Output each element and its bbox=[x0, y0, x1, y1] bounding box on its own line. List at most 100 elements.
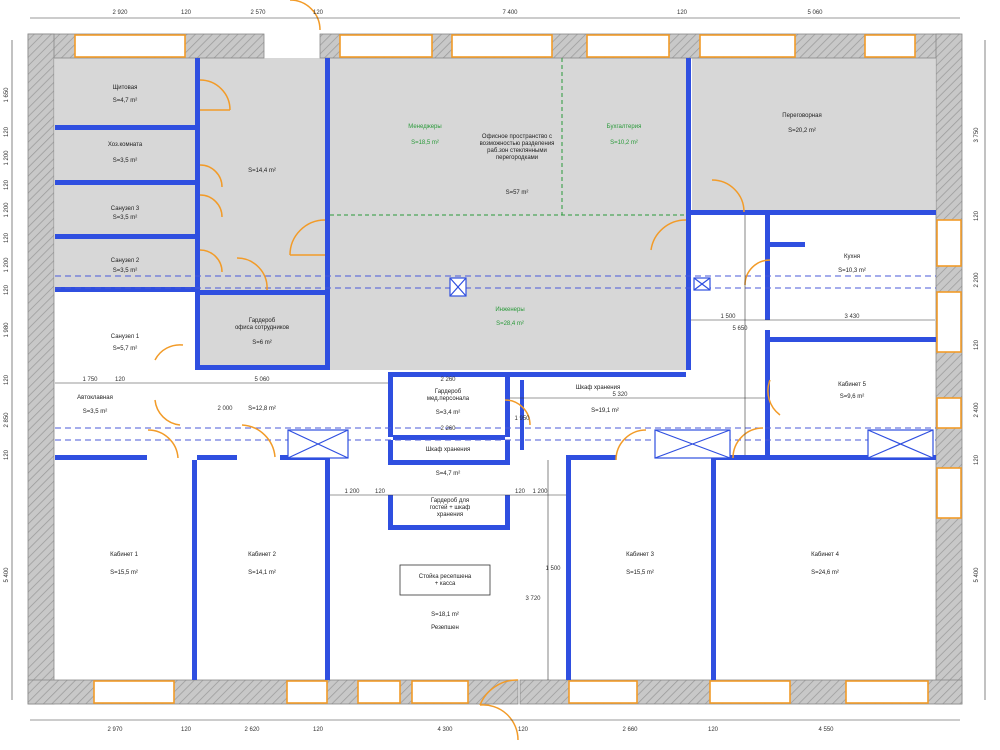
dimension-label: 7 400 bbox=[502, 10, 518, 16]
dimension-label: 3 720 bbox=[525, 596, 541, 602]
room-name: Кухня bbox=[844, 254, 860, 260]
room-name: Шкаф хранения bbox=[426, 447, 470, 453]
dimension-label: 120 bbox=[181, 10, 192, 16]
dimension-label: 120 bbox=[115, 377, 126, 383]
dimension-label: 2 000 bbox=[217, 406, 233, 412]
room-name: Стойка ресепшена+ касса bbox=[419, 573, 472, 587]
room-area: S=20,2 m² bbox=[788, 128, 816, 134]
dimension-label: 5 060 bbox=[254, 377, 270, 383]
room-name: Кабинет 4 bbox=[811, 552, 839, 558]
room-area: S=57 m² bbox=[506, 190, 529, 196]
dimension-label: 1 650 bbox=[4, 87, 10, 103]
dimension-label: 2 850 bbox=[4, 412, 10, 428]
dimension-label: 5 650 bbox=[732, 326, 748, 332]
dimension-label: 120 bbox=[375, 489, 386, 495]
room-area: S=14,1 m² bbox=[248, 570, 276, 576]
room-area: S=10,3 m² bbox=[838, 268, 866, 274]
room-area: S=15,5 m² bbox=[110, 570, 138, 576]
dimension-label: 1 200 bbox=[344, 489, 360, 495]
room-area: S=15,5 m² bbox=[626, 570, 654, 576]
dimension-label: 120 bbox=[4, 374, 10, 385]
room-area: S=3,4 m² bbox=[436, 410, 461, 416]
room-name: Кабинет 2 bbox=[248, 552, 276, 558]
room-name: Бухгалтерия bbox=[607, 124, 642, 130]
dimension-label: 1 200 bbox=[4, 202, 10, 218]
dimension-label: 120 bbox=[974, 210, 980, 221]
dimension-label: 4 550 bbox=[818, 727, 834, 733]
room-area: S=28,4 m² bbox=[496, 321, 524, 327]
vent-boxes bbox=[287, 277, 934, 459]
dimension-lines bbox=[11, 17, 986, 721]
dimension-label: 120 bbox=[974, 339, 980, 350]
dimension-label: 1 200 bbox=[4, 150, 10, 166]
room-name: Инженеры bbox=[495, 307, 524, 313]
room-area: S=5,7 m² bbox=[113, 346, 138, 352]
room-area: S=4,7 m² bbox=[113, 98, 138, 104]
room-name: Переговорная bbox=[782, 113, 821, 119]
dimension-label: 2 660 bbox=[622, 727, 638, 733]
room-area: S=24,6 m² bbox=[811, 570, 839, 576]
dimension-label: 3 430 bbox=[844, 314, 860, 320]
room-area: S=6 m² bbox=[252, 340, 272, 346]
partitions bbox=[55, 58, 936, 680]
dimension-label: 120 bbox=[4, 126, 10, 137]
dimension-label: 5 400 bbox=[974, 567, 980, 583]
dimension-label: 5 320 bbox=[612, 392, 628, 398]
room-name: Кабинет 5 bbox=[838, 382, 866, 388]
dimension-label: 2 260 bbox=[440, 426, 456, 432]
dimension-label: 120 bbox=[515, 489, 526, 495]
dims-inner: 1 750 5 060 2 260 2 260 5 320 1 200 1 200 1 500… bbox=[82, 314, 860, 602]
dimension-label: 1 950 bbox=[514, 416, 530, 422]
room-name: Автоклавная bbox=[77, 395, 113, 401]
dimension-label: 120 bbox=[708, 727, 719, 733]
grey-floors bbox=[55, 58, 935, 370]
dimension-label: 1 750 bbox=[82, 377, 98, 383]
dimension-label: 120 bbox=[4, 179, 10, 190]
room-name: Резепшен bbox=[431, 625, 459, 631]
room-name: Кабинет 1 bbox=[110, 552, 138, 558]
doors bbox=[147, 0, 781, 741]
dimension-label: 2 620 bbox=[244, 727, 260, 733]
room-area: S=12,8 m² bbox=[248, 406, 276, 412]
room-labels: Щитовая S=4,7 m² Хоз.комната S=3,5 m² Са… bbox=[77, 85, 866, 631]
room-area: S=3,5 m² bbox=[83, 409, 108, 415]
dimension-label: 1 200 bbox=[4, 257, 10, 273]
dimension-label: 2 400 bbox=[974, 402, 980, 418]
dims-left: 1 650 120 1 200 120 1 200 120 1 200 120 1 980 120… bbox=[4, 87, 10, 583]
room-area: S=19,1 m² bbox=[591, 408, 619, 414]
dimension-label: 1 500 bbox=[545, 566, 561, 572]
dimension-label: 120 bbox=[4, 232, 10, 243]
room-area: S=9,6 m² bbox=[840, 394, 865, 400]
reception-counter bbox=[399, 564, 491, 596]
dimension-label: 2 970 bbox=[107, 727, 123, 733]
dimension-label: 120 bbox=[4, 449, 10, 460]
room-area: S=18,5 m² bbox=[411, 140, 439, 146]
dimension-label: 4 300 bbox=[437, 727, 453, 733]
room-area: S=18,1 m² bbox=[431, 612, 459, 618]
dimension-label: 2 570 bbox=[250, 10, 266, 16]
room-area: S=4,7 m² bbox=[436, 471, 461, 477]
dimension-label: 5 400 bbox=[4, 567, 10, 583]
dimension-label: 120 bbox=[181, 727, 192, 733]
dimension-label: 1 980 bbox=[4, 322, 10, 338]
dimension-label: 120 bbox=[313, 727, 324, 733]
windows bbox=[74, 34, 962, 704]
office-divisions bbox=[330, 58, 686, 216]
beam-lines bbox=[55, 275, 936, 441]
room-name: Кабинет 3 bbox=[626, 552, 654, 558]
room-name: Санузел 2 bbox=[111, 258, 140, 264]
dimension-label: 120 bbox=[4, 284, 10, 295]
room-name: Хоз.комната bbox=[108, 142, 143, 148]
dimension-label: 2 260 bbox=[440, 377, 456, 383]
room-name: Санузел 1 bbox=[111, 334, 140, 340]
dimension-label: 1 200 bbox=[532, 489, 548, 495]
room-area: S=3,5 m² bbox=[113, 158, 138, 164]
dimension-label: 120 bbox=[974, 454, 980, 465]
room-area: S=3,5 m² bbox=[113, 268, 138, 274]
